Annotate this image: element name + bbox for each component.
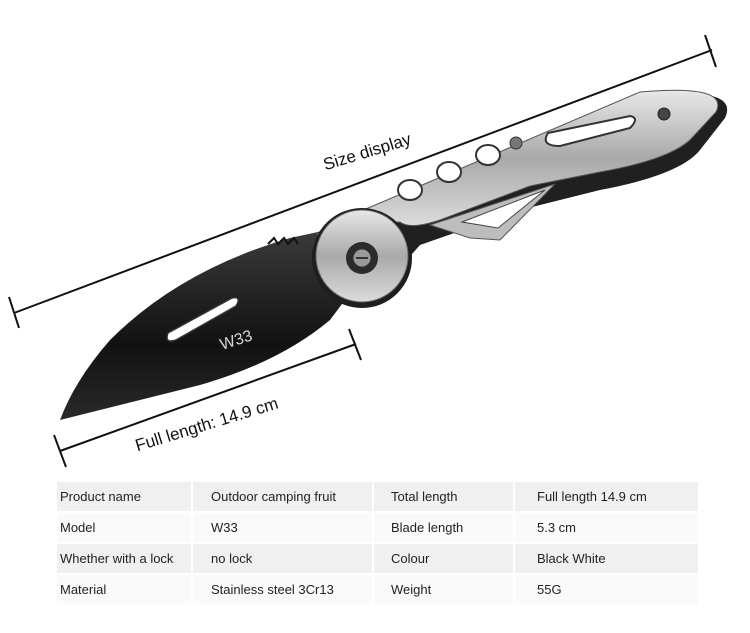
table-row: Material Stainless steel 3Cr13 Weight 55…	[57, 575, 698, 606]
product-figure: W33 Size display Full length: 14.9 cm	[8, 34, 728, 468]
table-cell: Model	[57, 513, 191, 544]
table-cell: Blade length	[374, 513, 513, 544]
table-cell: Full length 14.9 cm	[515, 482, 698, 513]
table-cell: Outdoor camping fruit	[193, 482, 372, 513]
blade	[60, 232, 348, 420]
full-length-dimension-line	[53, 328, 362, 468]
table-cell: Stainless steel 3Cr13	[193, 575, 372, 606]
table-cell: Product name	[57, 482, 191, 513]
table-cell: Whether with a lock	[57, 544, 191, 575]
table-cell: Total length	[374, 482, 513, 513]
table-cell: W33	[193, 513, 372, 544]
table-cell: no lock	[193, 544, 372, 575]
table-cell: 5.3 cm	[515, 513, 698, 544]
table-cell: Colour	[374, 544, 513, 575]
table-cell: Black White	[515, 544, 698, 575]
knife-illustration: W33	[8, 34, 728, 468]
table-cell: Material	[57, 575, 191, 606]
table-row: Model W33 Blade length 5.3 cm	[57, 513, 698, 544]
size-dimension-line	[8, 34, 717, 329]
table-row: Whether with a lock no lock Colour Black…	[57, 544, 698, 575]
spec-table: Product name Outdoor camping fruit Total…	[55, 482, 700, 606]
table-row: Product name Outdoor camping fruit Total…	[57, 482, 698, 513]
table-cell: 55G	[515, 575, 698, 606]
table-cell: Weight	[374, 575, 513, 606]
